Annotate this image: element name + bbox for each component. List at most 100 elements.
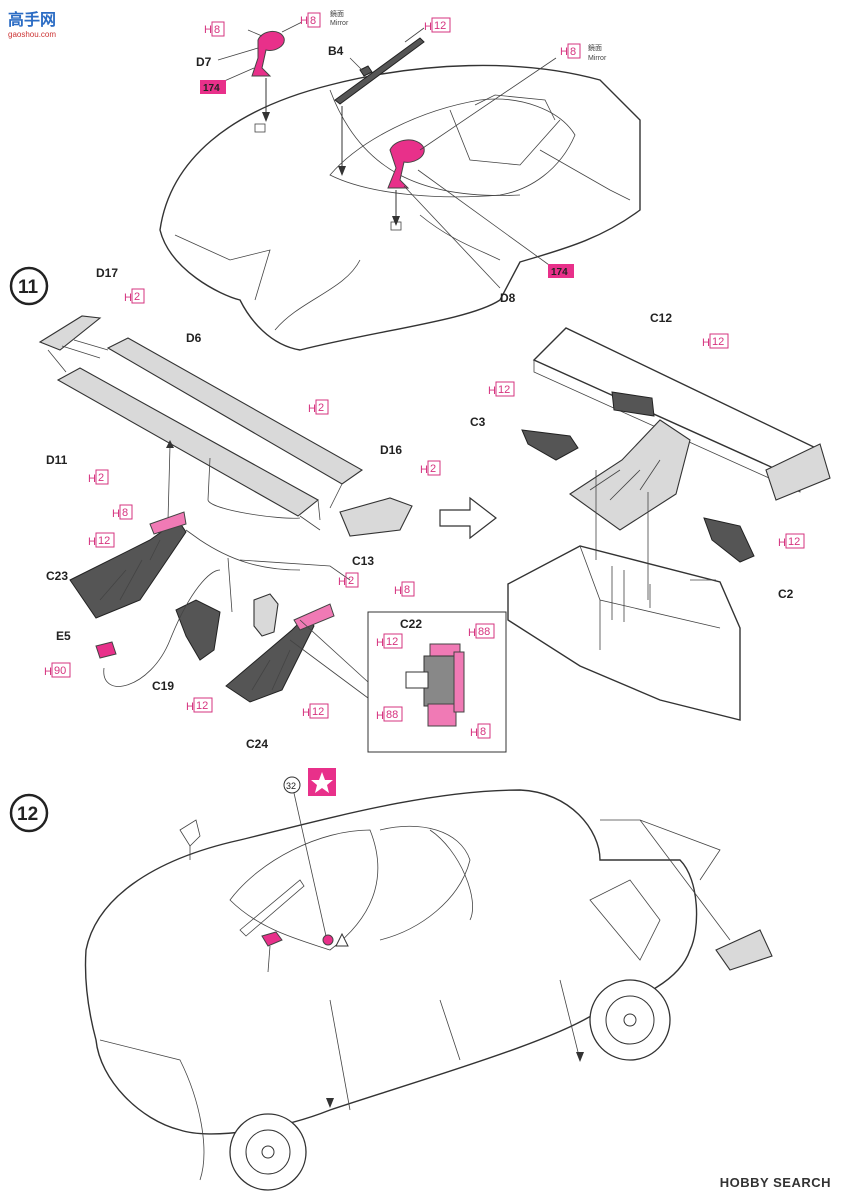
- color-box-h12-c: [193, 697, 213, 713]
- color-box-h12-e: [383, 633, 403, 649]
- color-h12-b: H: [88, 536, 96, 548]
- color-box-h2-a: [131, 288, 145, 304]
- color-box-h12-d: [309, 703, 329, 719]
- label-c22: C22: [400, 617, 422, 631]
- color-num-h88-b: 88: [386, 709, 398, 721]
- c12-bar: [611, 391, 655, 417]
- wing-parts: [38, 315, 413, 537]
- upright-c23: [69, 519, 187, 619]
- star-icon: [311, 772, 333, 793]
- pump-part: [253, 593, 279, 637]
- label-d16: D16: [380, 443, 402, 457]
- color-h12-c: H: [186, 701, 194, 713]
- color-num-h88-a: 88: [478, 626, 490, 638]
- color-box-h8-f: [477, 723, 491, 739]
- color-h8-b: H: [300, 15, 308, 27]
- mirror-d7: [217, 21, 303, 122]
- color-num-h12-f: 12: [712, 336, 724, 348]
- color-num-h2-a: 2: [134, 291, 140, 303]
- color-h8-a: H: [204, 24, 212, 36]
- upright-c24: [225, 615, 315, 703]
- mirror-jp-a: 鏡面: [330, 9, 344, 18]
- label-d17: D17: [96, 266, 118, 280]
- color-box-h12-f: [709, 333, 729, 349]
- direction-arrow: [439, 496, 497, 540]
- color-h90: H: [44, 666, 52, 678]
- color-h88-b: H: [376, 710, 384, 722]
- wiper-b4: [334, 27, 425, 176]
- label-c23: C23: [46, 569, 68, 583]
- color-h2-e: H: [338, 576, 346, 588]
- label-c2: C2: [778, 587, 794, 601]
- step-11-badge: 11: [9, 266, 49, 306]
- assembled-wing-diagram: [507, 327, 831, 721]
- label-d11: D11: [46, 453, 68, 467]
- step-12-badge: 12: [9, 793, 49, 833]
- color-h12-h: H: [778, 537, 786, 549]
- color-num-h12-g: 12: [498, 384, 510, 396]
- top-body-diagram: [159, 64, 641, 351]
- color-h12-a: H: [424, 21, 432, 33]
- star-badge: [308, 768, 336, 796]
- logo-text: 高手网: [8, 12, 57, 29]
- color-h12-f: H: [702, 337, 710, 349]
- label-b4: B4: [328, 44, 344, 58]
- mirror-en-a: Mirror: [330, 20, 349, 27]
- color-box-h8-a: [211, 21, 225, 37]
- color-box-h8-d: [119, 504, 133, 520]
- color-box-h2-d: [427, 460, 441, 476]
- color-num-h2-d: 2: [430, 463, 436, 475]
- color-num-h12-e: 12: [386, 636, 398, 648]
- color-h8-d: H: [112, 508, 120, 520]
- label-d7: D7: [196, 55, 212, 69]
- c3-bracket: [521, 429, 579, 461]
- color-box-h88-b: [383, 706, 403, 722]
- color-num-h8-a: 8: [214, 24, 220, 36]
- color-h12-d: H: [302, 707, 310, 719]
- mirror-en-b: Mirror: [588, 55, 607, 62]
- color-num-h8-b: 8: [310, 15, 316, 27]
- color-box-h2-c: [95, 469, 109, 485]
- label-c3: C3: [470, 415, 486, 429]
- decal-174-b-text: 174: [551, 267, 568, 278]
- color-box-h8-b: [307, 12, 321, 28]
- wing-uprights: [69, 511, 351, 703]
- mirror-d8: [387, 57, 557, 289]
- color-num-h12-c: 12: [196, 700, 208, 712]
- color-h2-b: H: [308, 403, 316, 415]
- color-num-h8-d: 8: [122, 507, 128, 519]
- color-box-h8-e: [401, 581, 415, 597]
- callout-32: 32: [283, 776, 349, 947]
- step-11-number: 11: [18, 277, 39, 298]
- decal-174-a-text: 174: [203, 83, 220, 94]
- color-box-h12-h: [785, 533, 805, 549]
- color-box-h88-a: [475, 623, 495, 639]
- step-12-car: [84, 789, 773, 1191]
- color-num-h2-b: 2: [318, 402, 324, 414]
- color-num-h2-c: 2: [98, 472, 104, 484]
- color-box-h2-e: [345, 572, 359, 588]
- label-c19: C19: [152, 679, 174, 693]
- color-h8-e: H: [394, 585, 402, 597]
- color-box-h12-g: [495, 381, 515, 397]
- step-12-number: 12: [17, 804, 38, 825]
- endplate-d16: [339, 497, 413, 537]
- color-box-h12-b: [95, 532, 115, 548]
- color-h2-d: H: [420, 464, 428, 476]
- callout-32-number: 32: [286, 781, 296, 791]
- watermark-brand: HOBBY SEARCH: [719, 1175, 831, 1190]
- color-num-h12-a: 12: [434, 20, 446, 32]
- c2-bracket: [703, 517, 755, 563]
- color-num-h12-h: 12: [788, 536, 800, 548]
- label-e5: E5: [56, 629, 71, 643]
- mirror-jp-b: 鏡面: [588, 43, 602, 52]
- color-num-h12-d: 12: [312, 706, 324, 718]
- color-h12-e: H: [376, 637, 384, 649]
- logo-subtext: gaoshou.com: [8, 30, 57, 39]
- decal-174-a: [200, 80, 226, 94]
- color-num-h12-b: 12: [98, 535, 110, 547]
- detail-box-c22: [289, 611, 507, 753]
- color-num-h8-f: 8: [480, 726, 486, 738]
- decal-174-b: [548, 264, 574, 278]
